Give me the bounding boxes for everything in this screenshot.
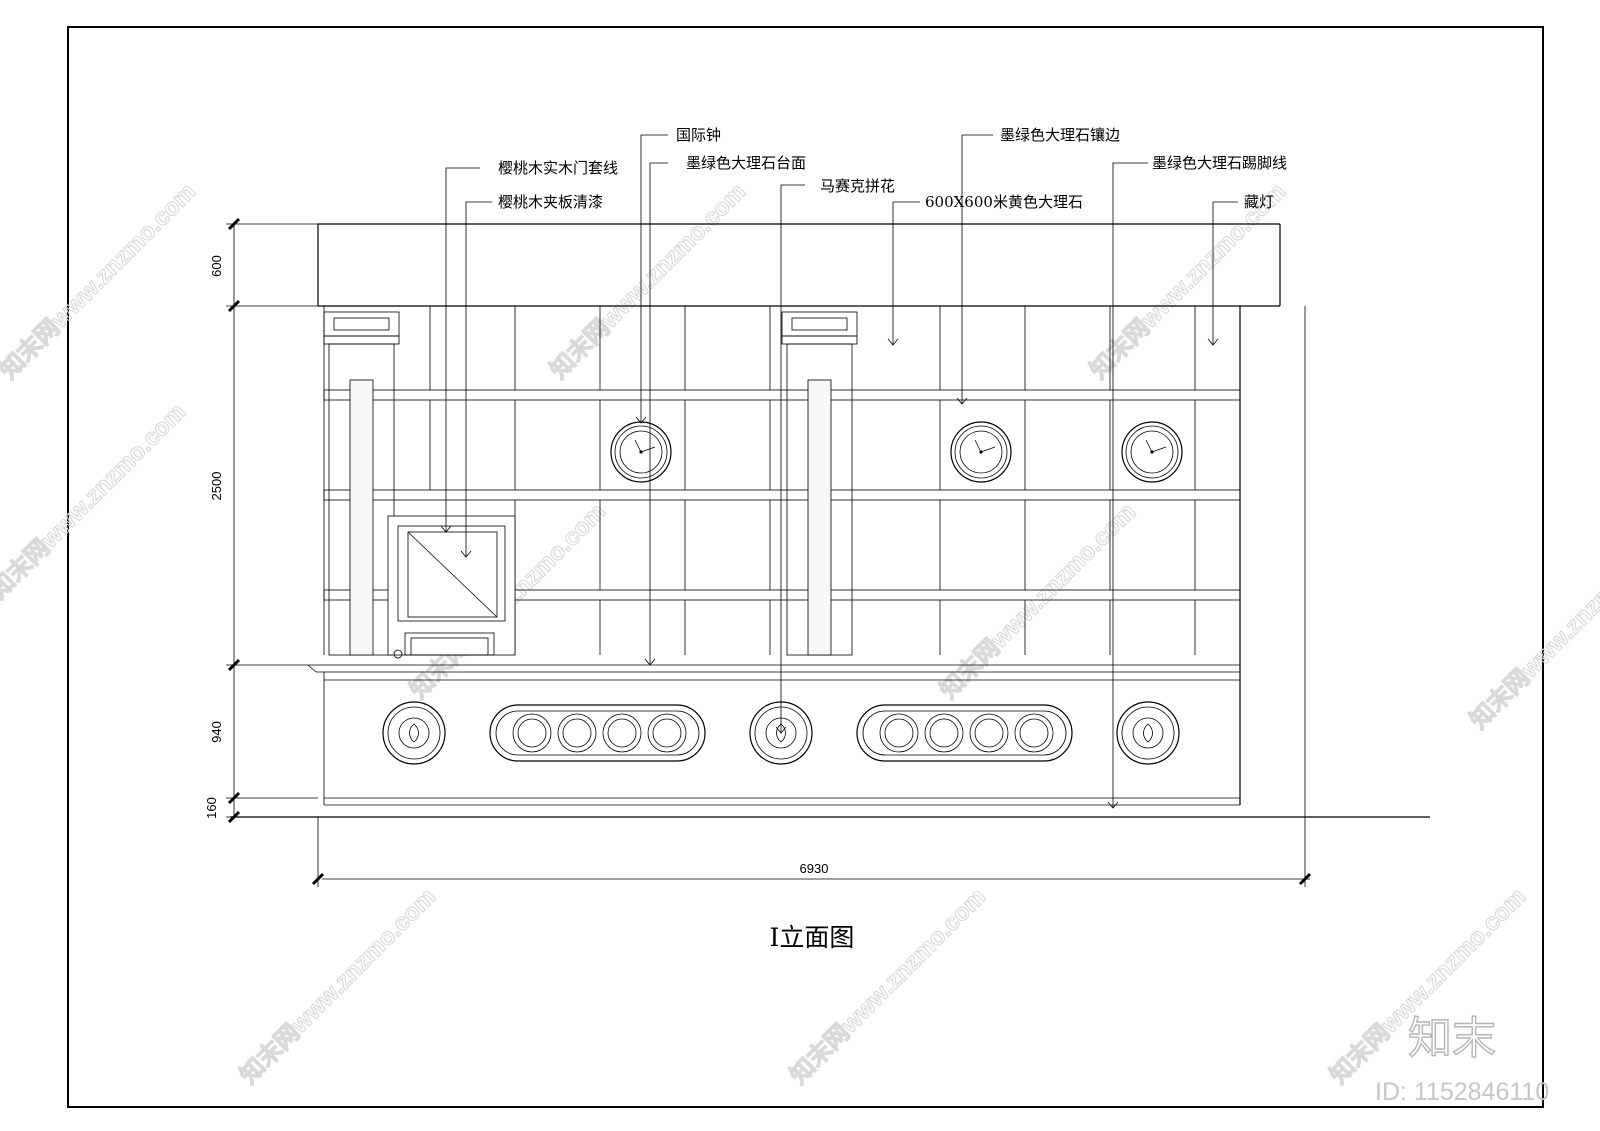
label-marble-edge: 墨绿色大理石镶边 bbox=[1000, 126, 1120, 144]
label-clock: 国际钟 bbox=[676, 126, 721, 144]
clock-icon bbox=[610, 421, 672, 483]
vertical-dimension: 600 2500 940 160 bbox=[204, 217, 318, 824]
mosaic-medallion bbox=[382, 701, 446, 765]
counter-front bbox=[323, 680, 1240, 806]
watermark-id: ID: 1152846110 bbox=[1375, 1078, 1549, 1106]
label-plywood: 樱桃木夹板清漆 bbox=[498, 193, 603, 211]
wall-elevation bbox=[230, 223, 1430, 818]
countertop bbox=[307, 664, 1240, 681]
dim-600: 600 bbox=[209, 255, 224, 277]
dim-6930: 6930 bbox=[800, 861, 829, 876]
label-countertop: 墨绿色大理石台面 bbox=[686, 154, 806, 172]
dim-940: 940 bbox=[209, 721, 224, 743]
watermark-text: 知末网www.znzmo.com bbox=[0, 178, 201, 384]
clock-icon bbox=[950, 421, 1012, 483]
mosaic-medallion bbox=[1116, 701, 1180, 765]
label-skirting: 墨绿色大理石踢脚线 bbox=[1152, 154, 1287, 172]
label-hidden-light: 藏灯 bbox=[1244, 193, 1274, 211]
watermark-text: 知末网www.znzmo.com bbox=[1465, 528, 1600, 734]
dim-2500: 2500 bbox=[209, 472, 224, 501]
leader-lines bbox=[440, 134, 1238, 809]
drawing-title: I立面图 bbox=[770, 923, 855, 952]
label-door-casing: 樱桃木实木门套线 bbox=[498, 159, 618, 177]
label-mosaic: 马赛克拼花 bbox=[820, 177, 895, 195]
marble-band bbox=[323, 589, 1241, 601]
clock-icon bbox=[1121, 421, 1183, 483]
horizontal-dimension: 6930 bbox=[311, 306, 1312, 887]
marble-band bbox=[323, 389, 1241, 401]
mosaic-panel bbox=[489, 704, 706, 762]
label-yellow-marble: 600X600米黄色大理石 bbox=[925, 193, 1083, 211]
door bbox=[387, 515, 516, 659]
watermark-text: 知末网www.znzmo.com bbox=[0, 398, 191, 604]
marble-band bbox=[323, 489, 1241, 501]
dim-160: 160 bbox=[204, 797, 219, 819]
watermark-text: 知末网www.znzmo.com bbox=[785, 883, 991, 1089]
watermark-layer: 知末网www.znzmo.com 知末网www.znzmo.com 知末网www… bbox=[0, 178, 1600, 1090]
pilaster-center bbox=[781, 311, 858, 656]
watermark-brand: 知末 bbox=[1408, 1013, 1496, 1064]
watermark-text: 知末网www.znzmo.com bbox=[235, 883, 441, 1089]
drawing-frame bbox=[67, 26, 1544, 1108]
annotation-labels: 樱桃木实木门套线 樱桃木夹板清漆 国际钟 墨绿色大理石台面 马赛克拼花 600X… bbox=[498, 126, 1287, 211]
pilaster-left bbox=[323, 311, 400, 656]
mosaic-panel bbox=[856, 704, 1073, 762]
door-handle-icon bbox=[393, 649, 403, 659]
